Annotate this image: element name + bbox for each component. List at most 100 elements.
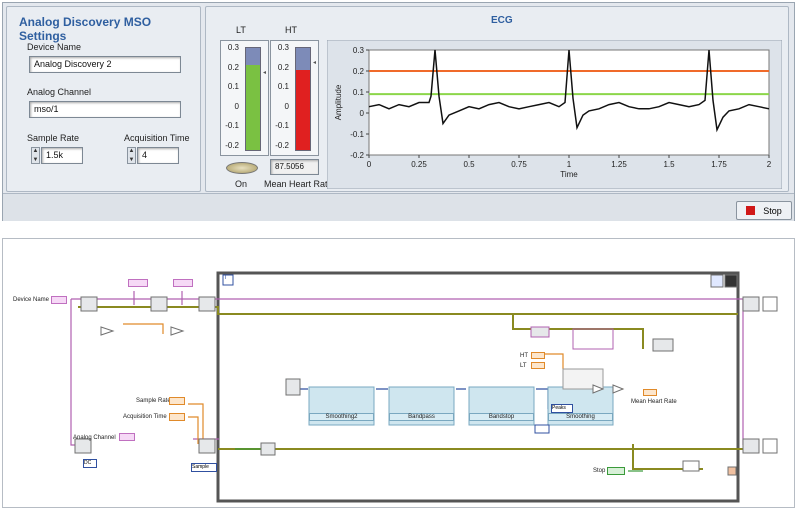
sample-rate-label: Sample Rate xyxy=(27,133,80,143)
lt-slider-handle[interactable]: ◂ xyxy=(263,70,267,76)
meter-tick-label: 0 xyxy=(234,101,239,111)
y-tick-label: 0 xyxy=(360,109,365,118)
stop-button[interactable]: Stop xyxy=(736,201,792,220)
acquisition-time-terminal[interactable] xyxy=(169,413,185,421)
y-tick-label: -0.1 xyxy=(350,130,364,139)
meter-tick-label: 0.3 xyxy=(227,43,239,52)
dc-ring[interactable]: DC xyxy=(83,459,97,468)
device-name-terminal[interactable] xyxy=(51,296,67,304)
y-tick-label: 0.1 xyxy=(353,88,365,97)
x-tick-label: 0.5 xyxy=(463,160,475,169)
stop-icon xyxy=(746,206,756,215)
ht-slider-handle[interactable]: ◂ xyxy=(313,60,317,66)
x-tick-label: 2 xyxy=(767,160,772,169)
ht-terminal-label: HT xyxy=(520,353,528,359)
on-label: On xyxy=(235,179,248,189)
meter-tick-label: 0.3 xyxy=(277,43,289,52)
acquisition-time-field[interactable]: 4 xyxy=(137,147,179,164)
ecg-chart: ECG 0.30.20.10-0.1-0.200.250.50.7511.251… xyxy=(326,39,783,190)
ecg-title: ECG xyxy=(491,15,513,26)
meter-tick-label: -0.2 xyxy=(225,140,239,150)
meter-tick-label: -0.2 xyxy=(275,140,289,150)
x-tick-label: 0 xyxy=(367,160,372,169)
ecg-series-line xyxy=(368,49,770,133)
lt-meter: 0.3 0.2 0.1 0 -0.1 -0.2 ◂ xyxy=(220,40,269,156)
chevron-down-icon[interactable]: ▼ xyxy=(128,157,135,163)
meter-tick-label: -0.1 xyxy=(275,121,289,130)
settings-title: Analog Discovery MSO Settings xyxy=(19,15,152,43)
on-button[interactable] xyxy=(226,162,258,174)
meter-tick-label: -0.1 xyxy=(225,121,239,130)
settings-panel: Analog Discovery MSO Settings Device Nam… xyxy=(6,6,201,192)
mean-heart-rate-terminal-label: Mean Heart Rate xyxy=(631,399,677,405)
status-bar xyxy=(3,193,794,221)
ht-meter-track xyxy=(295,47,311,151)
sample-ring[interactable]: Sample xyxy=(191,463,217,472)
front-panel: Analog Discovery MSO Settings Device Nam… xyxy=(2,2,795,221)
lt-label: LT xyxy=(236,25,246,35)
lt-terminal[interactable] xyxy=(531,362,545,369)
smoothing2-vi[interactable]: Smoothing2 xyxy=(309,413,374,421)
ht-meter: 0.3 0.2 0.1 0 -0.1 -0.2 ◂ xyxy=(270,40,319,156)
meter-tick-label: 0.2 xyxy=(277,62,289,72)
y-tick-label: -0.2 xyxy=(350,151,364,160)
block-diagram: Device Name Analog Channel Sample Rate A… xyxy=(2,238,795,508)
error-wire xyxy=(78,306,738,315)
ht-meter-scale: 0.3 0.2 0.1 0 -0.1 -0.2 xyxy=(273,41,289,157)
device-name-terminal-label: Device Name xyxy=(13,297,50,303)
lt-meter-fill xyxy=(246,65,260,150)
x-tick-label: 1.25 xyxy=(611,160,627,169)
sample-rate-terminal-label: Sample Rate xyxy=(136,398,171,404)
device-name-field[interactable]: Analog Discovery 2 xyxy=(29,56,181,73)
lt-meter-track xyxy=(245,47,261,151)
analog-channel-terminal-label: Analog Channel xyxy=(73,435,116,441)
mean-heart-rate-label: Mean Heart Rate xyxy=(264,179,333,189)
meter-tick-label: 0.2 xyxy=(227,62,239,72)
mean-heart-rate-terminal[interactable] xyxy=(643,389,657,396)
y-axis-label: Amplitude xyxy=(334,84,343,120)
device-wire xyxy=(71,298,744,445)
x-axis-label: Time xyxy=(560,170,578,179)
string-constant-1[interactable] xyxy=(128,279,148,287)
meter-tick-label: 0 xyxy=(284,101,289,111)
stop-terminal[interactable] xyxy=(607,467,625,475)
iteration-terminal: i xyxy=(225,275,227,281)
chevron-up-icon[interactable]: ▲ xyxy=(32,148,39,154)
lt-terminal-label: LT xyxy=(520,363,527,369)
chevron-up-icon[interactable]: ▲ xyxy=(128,148,135,154)
x-tick-label: 1.5 xyxy=(663,160,675,169)
sample-rate-terminal[interactable] xyxy=(169,397,185,405)
ecg-chart-svg: ECG 0.30.20.10-0.1-0.200.250.50.7511.251… xyxy=(326,39,783,190)
bandpass-vi[interactable]: Bandpass xyxy=(389,413,454,421)
ht-meter-fill xyxy=(296,70,310,150)
sample-rate-stepper[interactable]: ▲▼ xyxy=(31,147,40,164)
ht-label: HT xyxy=(285,25,297,35)
peaks-indicator[interactable]: Peaks xyxy=(551,404,573,413)
while-loop-frame xyxy=(216,271,740,503)
analog-channel-label: Analog Channel xyxy=(27,87,92,97)
acquisition-time-stepper[interactable]: ▲▼ xyxy=(127,147,136,164)
sample-rate-field[interactable]: 1.5k xyxy=(41,147,83,164)
chevron-down-icon[interactable]: ▼ xyxy=(32,157,39,163)
ht-terminal[interactable] xyxy=(531,352,545,359)
string-constant-2[interactable] xyxy=(173,279,193,287)
analog-channel-terminal[interactable] xyxy=(119,433,135,441)
x-tick-label: 0.75 xyxy=(511,160,527,169)
meter-tick-label: 0.1 xyxy=(277,82,289,91)
stop-label: Stop xyxy=(763,205,782,216)
acquisition-time-terminal-label: Acquisition Time xyxy=(123,414,167,420)
device-name-label: Device Name xyxy=(27,42,82,52)
y-tick-label: 0.2 xyxy=(353,67,365,76)
block-diagram-wires xyxy=(70,271,778,503)
x-tick-label: 1.75 xyxy=(711,160,727,169)
x-tick-label: 1 xyxy=(567,160,572,169)
acquisition-time-label: Acquisition Time xyxy=(124,133,190,143)
meter-tick-label: 0.1 xyxy=(227,82,239,91)
y-tick-label: 0.3 xyxy=(353,46,365,55)
bandstop-vi[interactable]: Bandstop xyxy=(469,413,534,421)
smoothing-vi[interactable]: Smoothing xyxy=(548,413,613,421)
stop-terminal-label: Stop xyxy=(593,468,606,474)
analog-channel-field[interactable]: mso/1 xyxy=(29,101,181,118)
mean-heart-rate-display: 87.5056 xyxy=(270,159,319,175)
